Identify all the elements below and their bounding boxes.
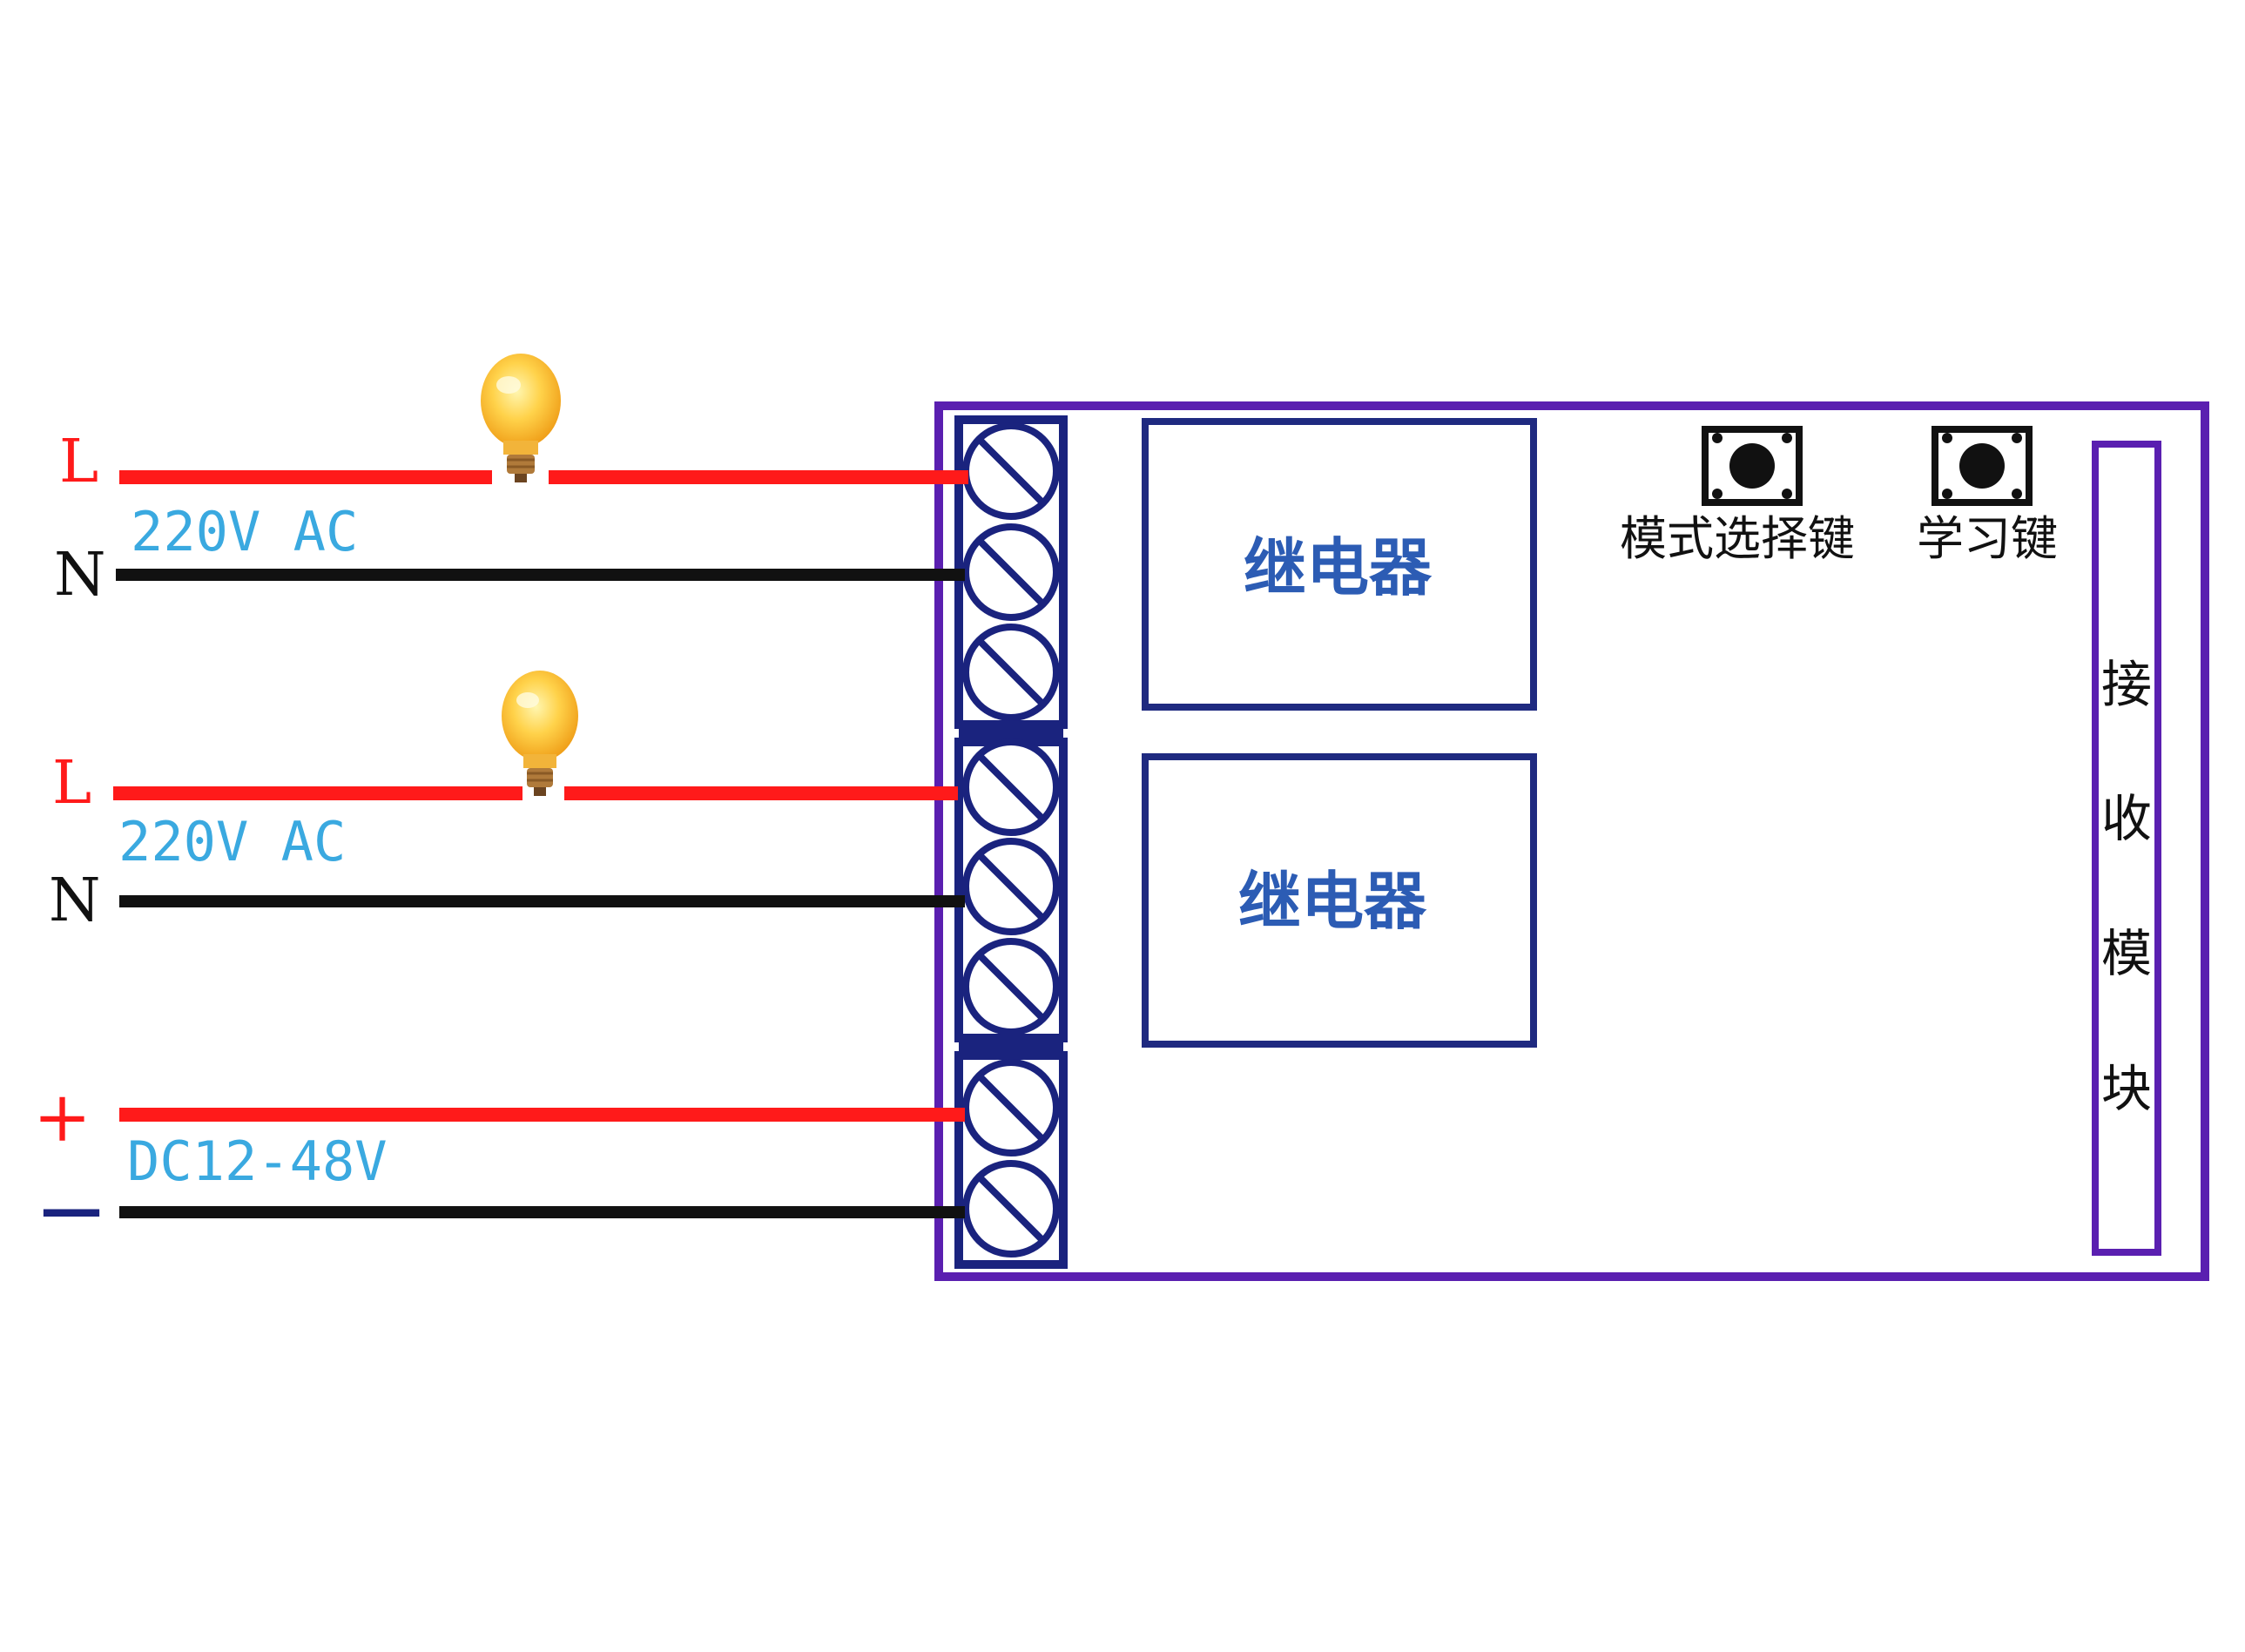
terminal-screw [962, 624, 1060, 721]
learn-button-label: 学习键 [1917, 511, 2058, 566]
terminal-screw [962, 422, 1060, 520]
load2-neutral-label: N [49, 866, 101, 935]
terminal-screw [962, 938, 1060, 1035]
relay-1-label: 继电器 [1244, 531, 1433, 604]
terminal-screw [962, 1160, 1060, 1258]
load2-voltage-label: 220V AC [118, 810, 346, 873]
wires [113, 470, 968, 1218]
terminal-screw [962, 838, 1060, 935]
mode-select-button-label: 模式选择键 [1620, 511, 1855, 566]
terminal-screw [962, 523, 1060, 621]
receiver-module-char: 模 [2101, 924, 2152, 983]
load1-live-label: L [59, 428, 98, 496]
terminal-divider [959, 1038, 1063, 1055]
light-bulb-icon [481, 354, 561, 482]
dc-plus-label: + [33, 1076, 91, 1157]
light-bulb-icon [502, 671, 578, 796]
learn-button[interactable] [1932, 426, 2033, 506]
terminal-block [954, 415, 1068, 1269]
relay-1 [1142, 418, 1537, 711]
load1-neutral-label: N [54, 541, 106, 610]
relay-2-label: 继电器 [1238, 865, 1427, 938]
dc-minus-label: — [40, 1170, 103, 1244]
receiver-module-char: 接 [2101, 655, 2152, 714]
receiver-module [2092, 441, 2161, 1256]
terminal-divider [959, 725, 1063, 742]
receiver-module-char: 块 [2101, 1059, 2152, 1118]
receiver-module-char: 收 [2101, 789, 2152, 848]
dc-voltage-label: DC12-48V [127, 1129, 388, 1193]
load2-live-label: L [52, 749, 91, 818]
relay-2 [1142, 753, 1537, 1048]
mode-select-button[interactable] [1702, 426, 1803, 506]
terminal-screw [962, 738, 1060, 836]
terminal-screw [962, 1059, 1060, 1156]
load1-voltage-label: 220V AC [131, 500, 358, 563]
